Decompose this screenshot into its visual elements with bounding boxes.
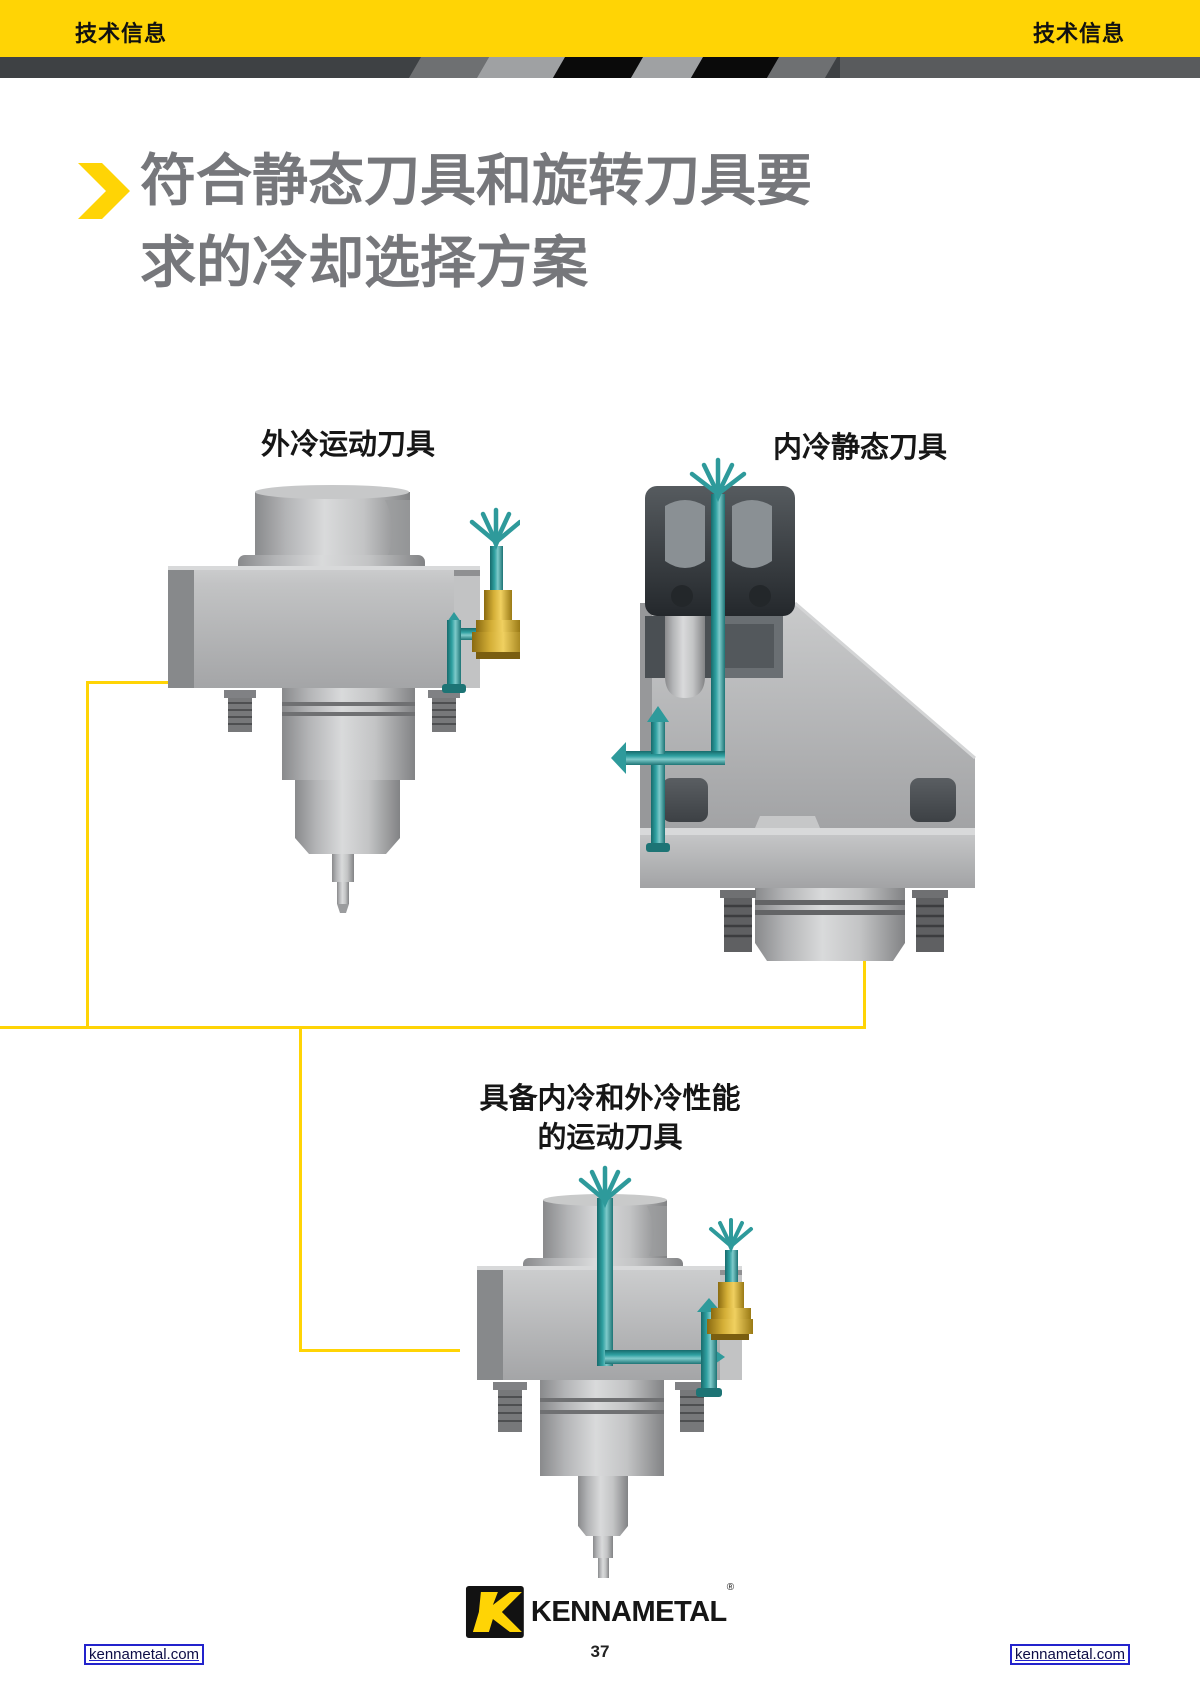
- kennametal-logo-icon: [465, 1586, 524, 1638]
- decorative-stripe-band: [0, 57, 1200, 78]
- connector-line-h3: [299, 1349, 460, 1352]
- brand-text-wrap: KENNAMETAL ®: [530, 1582, 734, 1629]
- header-label-left: 技术信息: [75, 21, 168, 46]
- kennametal-logo: KENNAMETAL ®: [465, 1582, 734, 1638]
- connector-line-v3: [299, 1026, 302, 1352]
- footer-link-left[interactable]: kennametal.com: [84, 1644, 205, 1665]
- connector-line-h2: [0, 1026, 866, 1029]
- internal-external-coolant-driven-tool-image: [477, 1165, 753, 1578]
- label-external-coolant-driven-tool: 外冷运动刀具: [260, 429, 436, 461]
- header-bar: [0, 0, 1200, 57]
- label-internal-external-coolant-driven-tool: 具备内冷和外冷性能 的运动刀具: [479, 1080, 740, 1158]
- internal-coolant-static-tool-image: [611, 457, 976, 961]
- page-title-line1: 符合静态刀具和旋转刀具要: [140, 149, 812, 212]
- connector-line-v1: [86, 681, 89, 1028]
- label-internal-coolant-static-tool: 内冷静态刀具: [772, 432, 948, 464]
- screw-left: [493, 1382, 527, 1432]
- footer-link-right[interactable]: kennametal.com: [1010, 1644, 1131, 1665]
- screw-left: [720, 890, 756, 952]
- registered-mark: ®: [726, 1581, 735, 1593]
- header-label-right: 技术信息: [1032, 21, 1125, 46]
- brass-nozzle: [707, 1282, 753, 1340]
- coolant-pipe: [711, 494, 725, 762]
- screw-right: [912, 890, 948, 952]
- screw-right: [428, 690, 460, 732]
- bottom-label-line1: 具备内冷和外冷性能: [479, 1083, 741, 1115]
- connector-line-h1: [86, 681, 193, 684]
- brass-nozzle: [472, 590, 520, 659]
- coolant-pipe: [597, 1198, 613, 1366]
- screw-left: [224, 690, 256, 732]
- page-number: 37: [590, 1642, 610, 1661]
- brand-text: KENNAMETAL: [530, 1595, 727, 1628]
- page-title-line2: 求的冷却选择方案: [140, 231, 588, 294]
- external-coolant-driven-tool-image: [168, 485, 520, 913]
- title-chevron-icon: [78, 163, 130, 219]
- bottom-label-line2: 的运动刀具: [537, 1122, 683, 1154]
- page-title: 符合静态刀具和旋转刀具要 求的冷却选择方案: [140, 140, 1120, 304]
